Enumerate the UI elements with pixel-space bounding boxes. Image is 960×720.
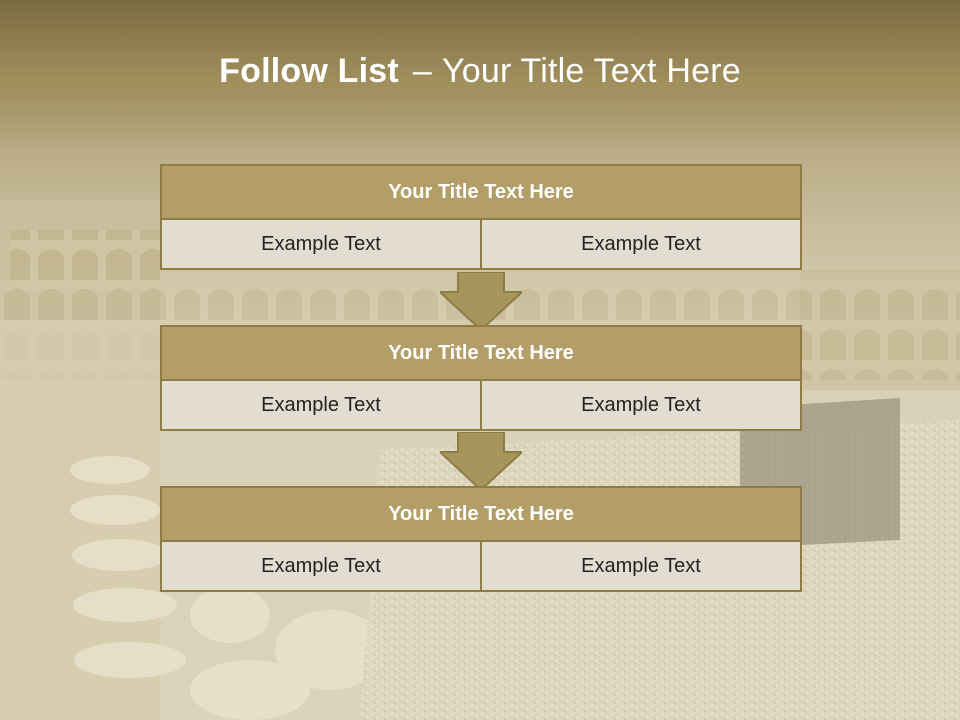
down-arrow-icon [440,432,522,490]
title-separator: – [412,52,433,90]
title-band [0,0,960,150]
step-right-text[interactable]: Example Text [482,220,802,270]
step-title[interactable]: Your Title Text Here [160,486,802,542]
step-left-text[interactable]: Example Text [160,220,482,270]
step-title[interactable]: Your Title Text Here [160,325,802,381]
step-left-text[interactable]: Example Text [160,542,482,592]
step-title[interactable]: Your Title Text Here [160,164,802,220]
step-block-1: Your Title Text Here Example Text Exampl… [160,164,802,270]
step-row: Example Text Example Text [160,542,802,592]
step-right-text[interactable]: Example Text [482,381,802,431]
slide-title-rest: Your Title Text Here [442,52,741,90]
down-arrow-icon [440,272,522,330]
step-block-3: Your Title Text Here Example Text Exampl… [160,486,802,592]
slide-title-bold: Follow List [219,52,399,90]
step-right-text[interactable]: Example Text [482,542,802,592]
slide-title: Follow List–Your Title Text Here [0,52,960,91]
step-block-2: Your Title Text Here Example Text Exampl… [160,325,802,431]
step-row: Example Text Example Text [160,381,802,431]
step-left-text[interactable]: Example Text [160,381,482,431]
step-row: Example Text Example Text [160,220,802,270]
